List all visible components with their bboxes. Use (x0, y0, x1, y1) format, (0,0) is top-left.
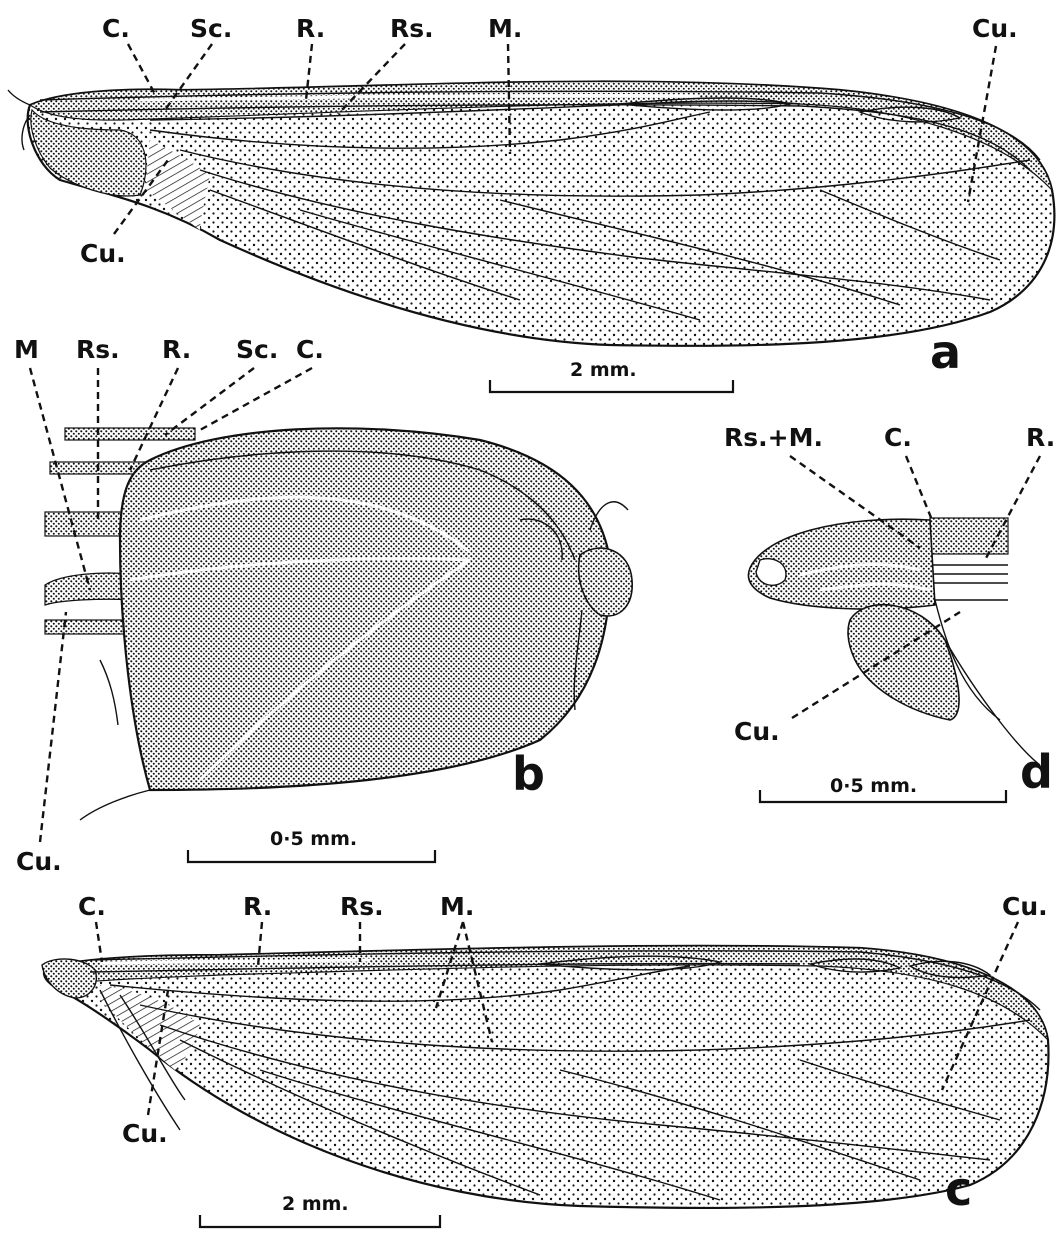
panel-letter-a: a (930, 325, 961, 379)
wing-b: M Rs. R. Sc. C. Cu. 0·5 mm. b (14, 335, 632, 876)
label-c-r: R. (243, 892, 272, 921)
label-a-m: M. (488, 14, 522, 43)
panel-letter-b: b (512, 747, 545, 801)
label-c-cu-tip: Cu. (1002, 892, 1048, 921)
label-a-rs: Rs. (390, 14, 434, 43)
scale-bar-b: 0·5 mm. (188, 828, 435, 862)
wing-a-antenna (8, 90, 30, 150)
wing-c-membrane (44, 946, 1049, 1208)
label-c-cu-base: Cu. (122, 1119, 168, 1148)
label-a-cu-tip: Cu. (972, 14, 1018, 43)
wing-d: Rs.+M. C. R. Cu. 0·5 mm. d (724, 423, 1055, 802)
panel-letter-d: d (1020, 745, 1053, 799)
label-a-c: C. (102, 14, 130, 43)
svg-text:2 mm.: 2 mm. (282, 1193, 349, 1215)
label-a-sc: Sc. (190, 14, 232, 43)
label-c-m: M. (440, 892, 474, 921)
panel-letter-c: c (945, 1162, 972, 1216)
label-b-sc: Sc. (236, 335, 278, 364)
label-d-cu: Cu. (734, 717, 780, 746)
label-c-rs: Rs. (340, 892, 384, 921)
label-b-cu: Cu. (16, 847, 62, 876)
label-d-rs-m: Rs.+M. (724, 423, 823, 452)
svg-text:0·5 mm.: 0·5 mm. (830, 775, 917, 797)
wing-d-lobe (848, 605, 959, 720)
svg-text:2 mm.: 2 mm. (570, 359, 637, 381)
svg-text:0·5 mm.: 0·5 mm. (270, 828, 357, 850)
label-d-c: C. (884, 423, 912, 452)
scale-bar-c: 2 mm. (200, 1193, 440, 1227)
label-a-cu-base: Cu. (80, 239, 126, 268)
scale-bar-d: 0·5 mm. (760, 775, 1006, 802)
label-b-r: R. (162, 335, 191, 364)
label-b-m: M (14, 335, 39, 364)
wing-c-base-knob (42, 959, 96, 998)
label-d-r: R. (1026, 423, 1055, 452)
label-b-c: C. (296, 335, 324, 364)
label-a-r: R. (296, 14, 325, 43)
wing-b-lobe (120, 428, 610, 790)
scale-bar-a: 2 mm. (490, 359, 733, 392)
wing-c: C. R. Rs. M. Cu. Cu. 2 mm. c (42, 892, 1048, 1227)
label-b-rs: Rs. (76, 335, 120, 364)
label-c-c: C. (78, 892, 106, 921)
